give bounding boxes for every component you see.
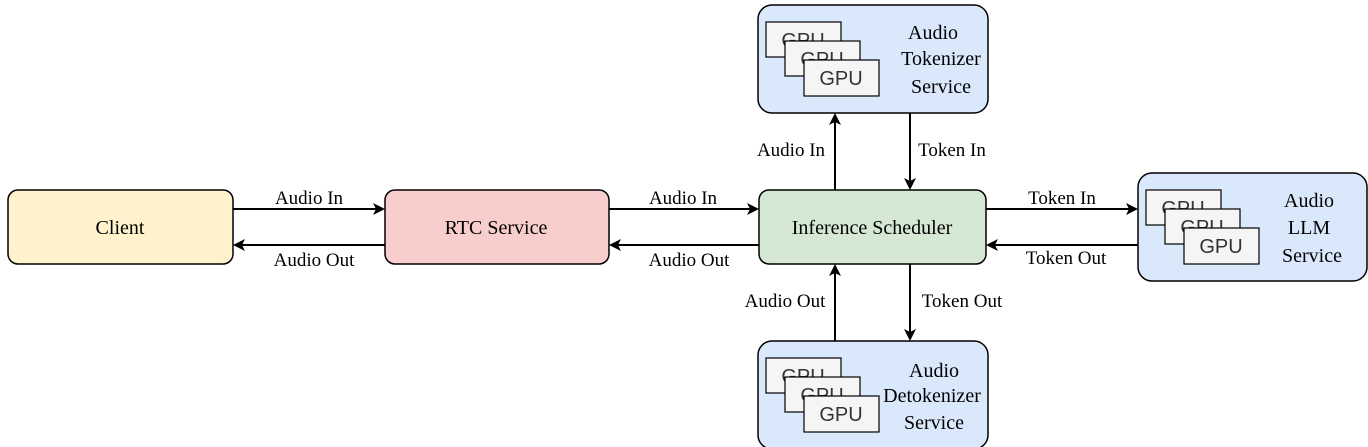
edge-label: Audio In — [649, 188, 718, 209]
service-label-line: LLM — [1288, 217, 1330, 239]
service-label-line: Service — [1282, 245, 1342, 267]
service-label-line: Service — [911, 76, 971, 98]
audio-llm-service-node: GPU GPU GPU Audio LLM Service — [1137, 172, 1368, 282]
gpu-card — [1183, 227, 1260, 265]
gpu-label: GPU — [819, 68, 862, 90]
audio-tokenizer-service-node: GPU GPU GPU Audio Tokenizer Service — [757, 4, 989, 114]
edge-label: Audio Out — [274, 250, 355, 271]
edge-label: Token In — [918, 140, 986, 161]
inference-scheduler-box — [758, 189, 987, 265]
inference-scheduler-label: Inference Scheduler — [792, 217, 953, 239]
gpu-label: GPU — [1199, 236, 1242, 258]
edge-label: Token In — [1028, 188, 1096, 209]
edge-label: Token Out — [922, 291, 1003, 312]
edge-label: Audio Out — [745, 291, 826, 312]
edge-label: Token Out — [1026, 248, 1107, 269]
service-label-line: Audio — [908, 22, 958, 44]
client-box — [7, 189, 234, 265]
gpu-stack: GPU GPU GPU — [765, 21, 880, 97]
rtc-service-label: RTC Service — [445, 217, 548, 239]
rtc-service-node: RTC Service — [384, 189, 610, 265]
service-label-line: Service — [904, 412, 964, 434]
gpu-stack: GPU GPU GPU — [1145, 189, 1260, 265]
service-label-line: Audio — [1284, 190, 1334, 212]
client-node: Client — [7, 189, 234, 265]
audio-detokenizer-service-node: GPU GPU GPU Audio Detokenizer Service — [757, 340, 989, 447]
edge-label: Audio Out — [649, 250, 730, 271]
edge-label: Audio In — [757, 140, 826, 161]
inference-scheduler-node: Inference Scheduler — [758, 189, 987, 265]
gpu-label: GPU — [819, 404, 862, 426]
gpu-stack: GPU GPU GPU — [765, 357, 880, 433]
gpu-card — [803, 395, 880, 433]
service-label-line: Audio — [909, 360, 959, 382]
service-label-line: Detokenizer — [883, 385, 981, 407]
rtc-service-box — [384, 189, 610, 265]
client-label: Client — [96, 217, 145, 239]
service-label-line: Tokenizer — [901, 48, 981, 70]
edge-label: Audio In — [275, 188, 344, 209]
gpu-card — [803, 59, 880, 97]
